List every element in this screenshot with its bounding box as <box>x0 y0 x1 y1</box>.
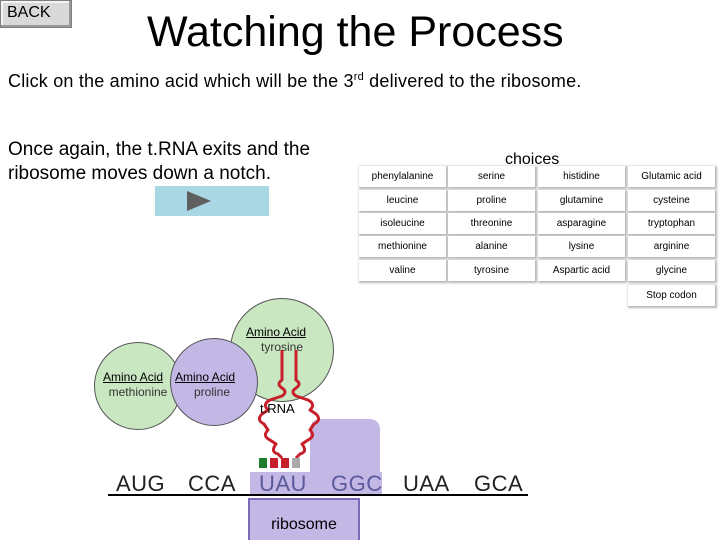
page-title: Watching the Process <box>147 8 564 56</box>
choice-alanine[interactable]: alanine <box>448 236 535 257</box>
choice-valine[interactable]: valine <box>359 260 446 281</box>
choice-stop-codon[interactable]: Stop codon <box>628 285 715 306</box>
ribosome-label: ribosome <box>271 516 337 533</box>
codon-5: UAA <box>403 471 450 496</box>
instruction-before: Click on the amino acid which will be th… <box>8 71 354 91</box>
codon-2: CCA <box>188 471 236 496</box>
trna-molecule <box>257 350 321 460</box>
ribosome-large-subunit <box>310 419 380 479</box>
mrna-strand <box>108 494 528 496</box>
amino-acid-label: Amino Acid <box>103 370 164 384</box>
amino-acid-methionine-circle[interactable] <box>94 342 182 430</box>
codon-4: GGC <box>331 471 383 496</box>
amino-acid-proline-circle[interactable] <box>170 338 258 426</box>
codon-1: AUG <box>116 471 166 496</box>
choice-tyrosine[interactable]: tyrosine <box>448 260 535 281</box>
ribosome-codon-site <box>250 472 382 496</box>
play-button[interactable] <box>155 186 269 216</box>
choice-isoleucine[interactable]: isoleucine <box>359 213 446 234</box>
description-text: Once again, the t.RNA exits and the ribo… <box>8 139 311 184</box>
choice-histidine[interactable]: histidine <box>538 166 625 187</box>
instruction-sup: rd <box>353 71 364 83</box>
choice-aspartic-acid[interactable]: Aspartic acid <box>538 260 625 281</box>
amino-acid-value: methionine <box>108 385 168 399</box>
choice-methionine[interactable]: methionine <box>359 236 446 257</box>
codon-3: UAU <box>259 471 307 496</box>
choice-cysteine[interactable]: cysteine <box>628 190 715 211</box>
anticodon-base <box>270 458 278 468</box>
amino-acid-value: proline <box>193 385 231 399</box>
choice-threonine[interactable]: threonine <box>448 213 535 234</box>
choice-tryptophan[interactable]: tryptophan <box>628 213 715 234</box>
anticodon-base <box>259 458 267 468</box>
anticodon-base <box>281 458 289 468</box>
choice-serine[interactable]: serine <box>448 166 535 187</box>
amino-acid-label: Amino Acid <box>246 325 307 339</box>
choice-glycine[interactable]: glycine <box>628 260 715 281</box>
instruction-text: Click on the amino acid which will be th… <box>8 71 581 92</box>
back-button[interactable]: BACK <box>0 0 72 28</box>
choice-phenylalanine[interactable]: phenylalanine <box>359 166 446 187</box>
play-triangle-icon <box>187 191 211 211</box>
choice-glutamine[interactable]: glutamine <box>538 190 625 211</box>
choice-glutamic-acid[interactable]: Glutamic acid <box>628 166 715 187</box>
amino-acid-value: tyrosine <box>260 340 304 354</box>
choice-asparagine[interactable]: asparagine <box>538 213 625 234</box>
choice-lysine[interactable]: lysine <box>538 236 625 257</box>
choice-leucine[interactable]: leucine <box>359 190 446 211</box>
trna-label: t.RNA <box>260 401 295 416</box>
choice-proline[interactable]: proline <box>448 190 535 211</box>
amino-acid-label: Amino Acid <box>175 370 236 384</box>
codon-6: GCA <box>474 471 524 496</box>
instruction-after: delivered to the ribosome. <box>363 71 582 91</box>
anticodon-base <box>292 458 300 468</box>
ribosome-small-subunit <box>248 498 360 540</box>
choice-arginine[interactable]: arginine <box>628 236 715 257</box>
choices-label: choices <box>505 151 560 168</box>
